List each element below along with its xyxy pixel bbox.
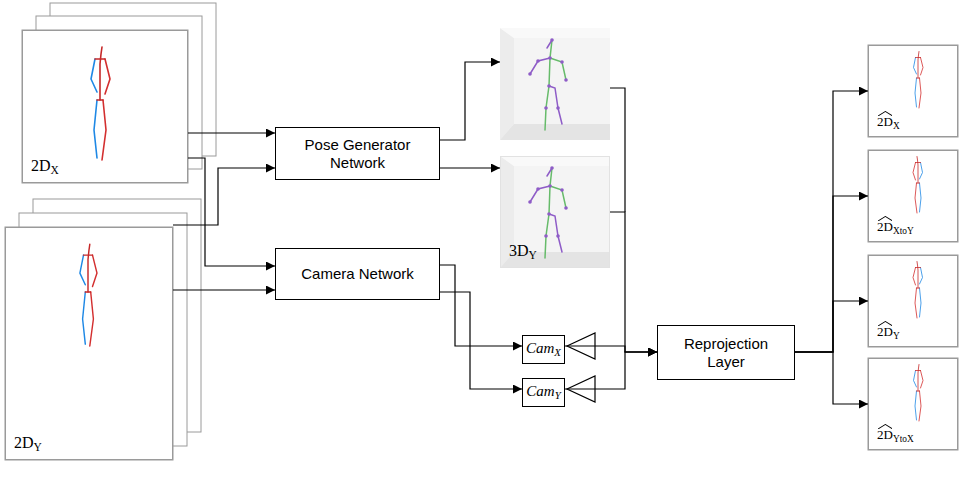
connector-arrow [188,132,275,133]
camera-box: CamX [522,335,565,364]
node-label: 2DYtoX [877,427,914,445]
node-label: 3DY [509,241,537,263]
pose-figure [913,157,923,214]
label-base: 2D [14,434,34,451]
node-label: 2DXtoY [877,219,914,237]
connector-arrow [173,289,275,290]
connector-arrow [795,91,868,352]
pose-3d-frame: 3DY [500,156,610,268]
output-frame: 2DY [868,255,958,347]
pose-3d-figure [500,28,610,140]
label-subscript: Y [893,331,900,341]
output-frame: 2DYtoX [868,358,958,450]
image-stack [5,199,201,460]
label-base: 2D [877,114,893,131]
label-subscript: Y [529,249,537,261]
node-label: 2DY [14,433,42,455]
label-base: Cam [526,383,554,399]
output-frame: 2DX [868,45,958,137]
image-frame: 2DX [22,30,188,183]
label-subscript: Y [34,441,42,453]
connector-arrow [565,346,657,352]
connector-arrow [440,265,522,346]
label-base: Cam [526,340,554,356]
output-frames [868,45,958,450]
pose-figure [914,365,924,422]
connector-arrow [440,167,500,168]
image-stack [22,3,216,183]
label-base: 2D [877,427,893,444]
pose-figure [91,47,110,160]
connector-arrow [565,352,657,389]
connector-arrow [795,196,868,352]
node-label: CamX [526,339,561,359]
network-box: Camera Network [275,248,440,300]
output-frame: 2DXtoY [868,150,958,242]
label-subscript: Y [555,390,561,402]
label-base: 2D [877,219,893,236]
pose-figure [913,262,923,319]
connector-arrow [188,158,275,266]
pose-figure [914,52,924,109]
node-label: 2DX [31,156,59,178]
camera-box: CamY [522,378,565,407]
node-label: 2DX [877,114,900,132]
node-label: Pose Generator Network [282,136,433,172]
label-subscript: XtoY [893,226,914,236]
node-label: 2DY [877,324,900,342]
label-subscript: YtoX [893,434,914,444]
node-label: Reprojection Layer [664,335,788,371]
node-label: CamY [526,382,560,402]
node-label: Camera Network [301,265,414,283]
label-subscript: X [893,121,900,131]
connector-arrow [440,292,522,389]
network-box: Pose Generator Network [275,127,440,180]
connector-arrow [173,168,275,225]
label-base: 2D [31,157,51,174]
image-frame: 2DY [5,227,173,460]
connector-arrow [610,212,657,352]
layer-box: Reprojection Layer [657,325,795,380]
label-base: 2D [877,324,893,341]
wire [610,88,625,212]
label-subscript: X [51,164,59,176]
connector-arrow [795,301,868,352]
label-base: 3D [509,242,529,259]
pose-3d-figure [500,156,610,268]
wire [440,62,500,140]
label-subscript: X [554,347,561,359]
pose-figure [80,244,97,346]
connector-arrow [795,352,868,404]
